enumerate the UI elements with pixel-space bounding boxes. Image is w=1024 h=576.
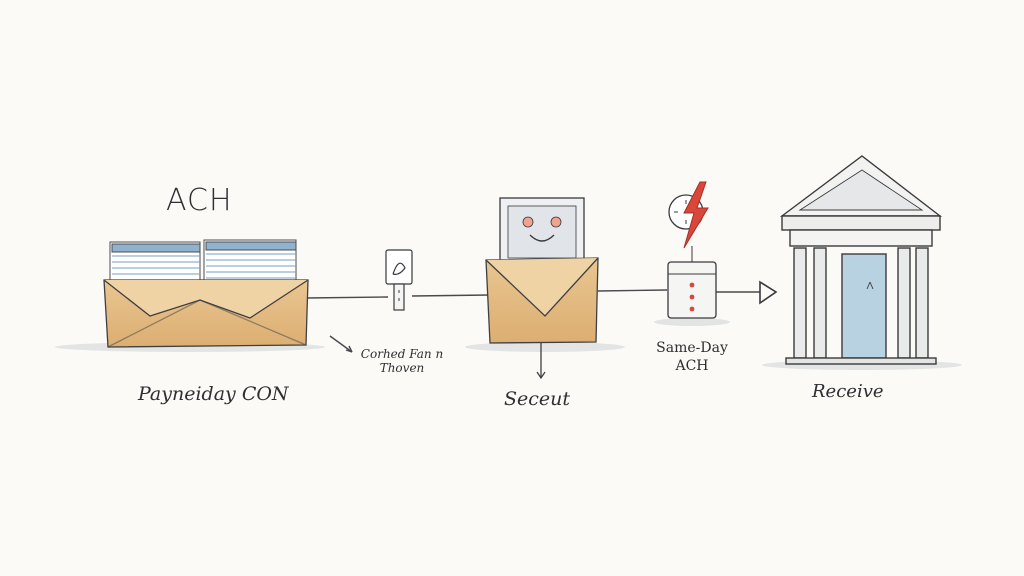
connector-lines	[304, 289, 760, 353]
diagram-title: ACH	[166, 183, 233, 218]
step-label-submit: Seceut	[504, 388, 571, 410]
step-label-same-day-ach: Same-Day ACH	[656, 340, 728, 374]
stamp-icon	[385, 249, 413, 311]
envelope-icon	[485, 257, 599, 380]
annotation-note: Corhed Fan n Thoven	[360, 347, 444, 375]
bank-building-icon	[779, 155, 943, 365]
step-label-receive: Receive	[812, 381, 884, 402]
arrow-icon	[759, 280, 778, 305]
envelope-icon	[103, 279, 309, 348]
clock-lightning-icon	[668, 181, 709, 262]
server-box-icon	[667, 261, 717, 319]
step-label-payroll: Payneiday CON	[138, 383, 289, 405]
